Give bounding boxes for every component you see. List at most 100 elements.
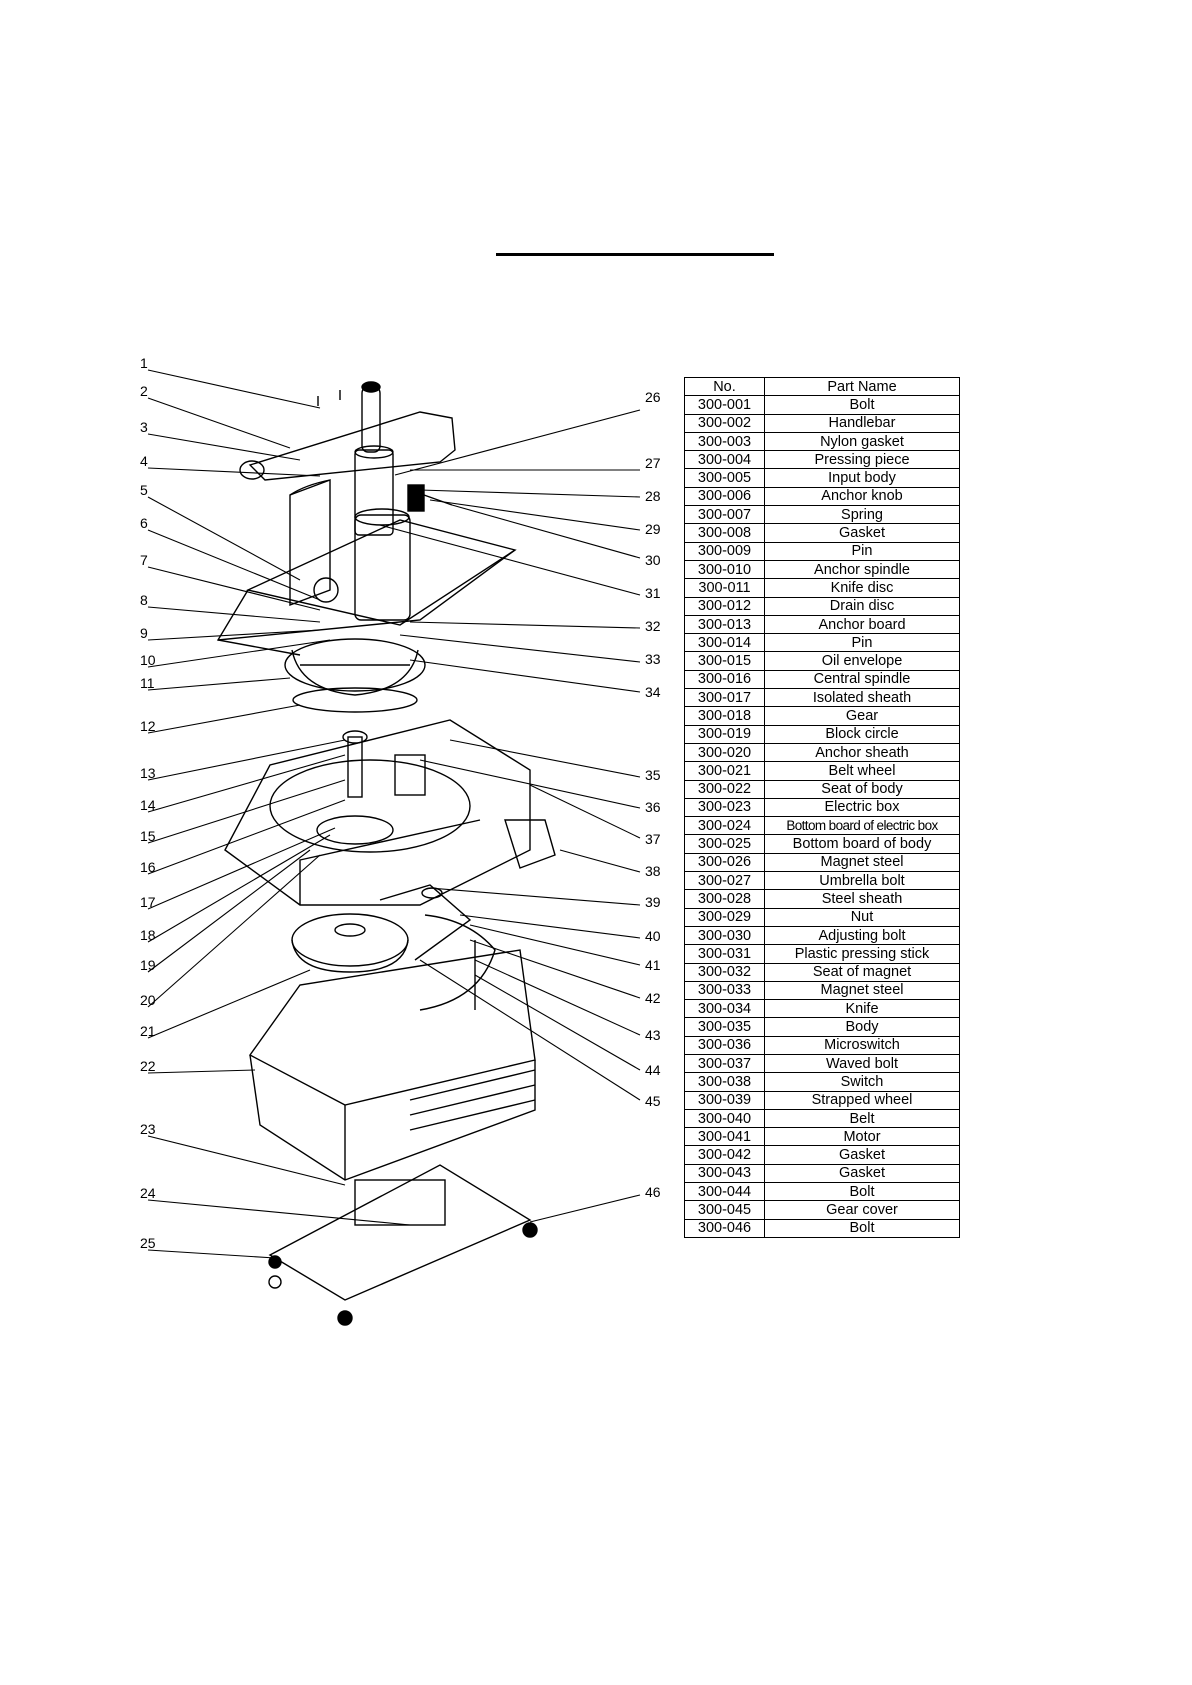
part-name-cell: Magnet steel bbox=[764, 980, 960, 1001]
part-name-cell: Belt wheel bbox=[764, 761, 960, 781]
part-name-cell: Seat of body bbox=[764, 779, 960, 799]
part-number-cell: 300-045 bbox=[684, 1200, 765, 1220]
header-part-name: Part Name bbox=[764, 376, 960, 397]
right-callouts: 26 27 28 29 30 31 32 33 34 35 36 37 38 3… bbox=[645, 389, 661, 1200]
part-name-cell: Belt bbox=[764, 1108, 960, 1129]
part-name-cell: Anchor knob bbox=[764, 486, 960, 507]
callout-39: 39 bbox=[645, 894, 661, 910]
callout-42: 42 bbox=[645, 990, 661, 1006]
callout-21: 21 bbox=[140, 1023, 156, 1039]
part-number-cell: 300-015 bbox=[684, 651, 765, 671]
part-number-cell: 300-001 bbox=[684, 395, 765, 415]
part-number-cell: 300-042 bbox=[684, 1145, 765, 1165]
part-name-cell: Pin bbox=[764, 541, 960, 561]
callout-17: 17 bbox=[140, 894, 156, 910]
part-name-cell: Oil envelope bbox=[764, 651, 960, 671]
part-number-cell: 300-023 bbox=[684, 797, 765, 818]
part-name-cell: Input body bbox=[764, 468, 960, 488]
part-name-cell: Drain disc bbox=[764, 596, 960, 616]
part-number-cell: 300-028 bbox=[684, 889, 765, 909]
callout-44: 44 bbox=[645, 1062, 661, 1078]
part-number-cell: 300-025 bbox=[684, 834, 765, 854]
part-name-cell: Waved bolt bbox=[764, 1053, 960, 1074]
callout-7: 7 bbox=[140, 552, 148, 568]
part-name-cell: Gasket bbox=[764, 1163, 960, 1184]
part-name-cell: Central spindle bbox=[764, 669, 960, 690]
knife-disc-drawing bbox=[284, 638, 426, 713]
part-number-cell: 300-012 bbox=[684, 596, 765, 616]
title-underline bbox=[496, 253, 774, 256]
table-header-row: No. Part Name bbox=[684, 376, 960, 397]
part-name-cell: Body bbox=[764, 1017, 960, 1037]
left-leader-lines bbox=[147, 369, 411, 1259]
part-number-cell: 300-036 bbox=[684, 1035, 765, 1055]
part-name-cell: Motor bbox=[764, 1127, 960, 1147]
part-name-cell: Microswitch bbox=[764, 1035, 960, 1055]
seat-of-body-drawing bbox=[224, 719, 556, 906]
callout-25: 25 bbox=[140, 1235, 156, 1251]
callout-16: 16 bbox=[140, 859, 156, 875]
part-name-cell: Pressing piece bbox=[764, 450, 960, 470]
part-number-cell: 300-031 bbox=[684, 944, 765, 964]
callout-2: 2 bbox=[140, 383, 148, 399]
callout-8: 8 bbox=[140, 592, 148, 608]
callout-27: 27 bbox=[645, 455, 661, 471]
callout-6: 6 bbox=[140, 515, 148, 531]
part-name-cell: Strapped wheel bbox=[764, 1090, 960, 1110]
part-name-cell: Electric box bbox=[764, 797, 960, 818]
callout-46: 46 bbox=[645, 1184, 661, 1200]
callout-29: 29 bbox=[645, 521, 661, 537]
callout-38: 38 bbox=[645, 863, 661, 879]
part-name-cell: Nut bbox=[764, 907, 960, 927]
callout-28: 28 bbox=[645, 488, 661, 504]
exploded-view-diagram: 1 2 3 4 5 6 7 8 9 10 11 12 13 14 15 16 1… bbox=[140, 355, 661, 1326]
callout-12: 12 bbox=[140, 718, 156, 734]
callout-20: 20 bbox=[140, 992, 156, 1008]
part-number-cell: 300-024 bbox=[684, 816, 765, 836]
part-number-cell: 300-003 bbox=[684, 431, 765, 452]
handlebar-drawing bbox=[239, 381, 456, 481]
callout-43: 43 bbox=[645, 1027, 661, 1043]
part-number-cell: 300-013 bbox=[684, 614, 765, 635]
part-name-cell: Gasket bbox=[764, 523, 960, 543]
part-number-cell: 300-014 bbox=[684, 633, 765, 653]
part-name-cell: Anchor sheath bbox=[764, 742, 960, 763]
part-number-cell: 300-037 bbox=[684, 1053, 765, 1074]
part-number-cell: 300-011 bbox=[684, 578, 765, 598]
part-name-cell: Bottom board of body bbox=[764, 834, 960, 854]
part-number-cell: 300-018 bbox=[684, 706, 765, 726]
part-name-cell: Bolt bbox=[764, 1182, 960, 1202]
callout-37: 37 bbox=[645, 831, 661, 847]
callout-26: 26 bbox=[645, 389, 661, 405]
part-number-cell: 300-035 bbox=[684, 1017, 765, 1037]
part-number-cell: 300-046 bbox=[684, 1218, 765, 1238]
part-number-cell: 300-010 bbox=[684, 559, 765, 580]
input-body-drawing bbox=[216, 445, 517, 656]
header-no: No. bbox=[684, 376, 765, 397]
